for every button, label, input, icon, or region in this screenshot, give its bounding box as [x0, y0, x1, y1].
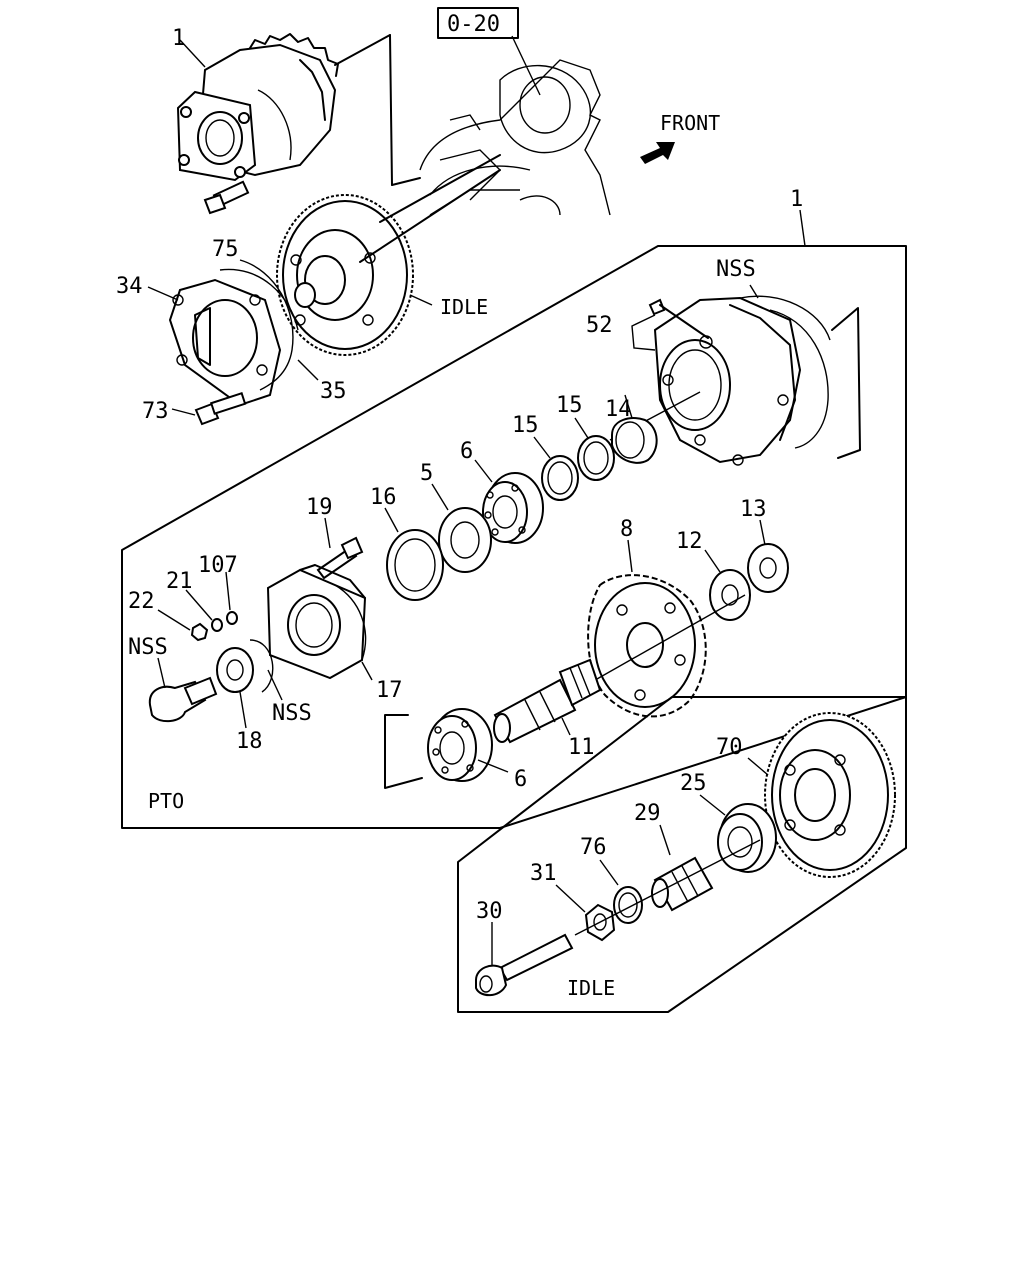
shaft-29[interactable] [651, 856, 714, 912]
housing-sketch [419, 35, 611, 216]
callout-11[interactable]: 11 [568, 735, 595, 760]
callout-16[interactable]: 16 [370, 485, 397, 510]
washer-13[interactable] [747, 543, 789, 593]
ring-76[interactable] [613, 886, 643, 924]
gear-8[interactable] [587, 574, 707, 718]
pto-assembly-top[interactable] [176, 33, 421, 186]
bearing-6-lower[interactable] [427, 708, 493, 782]
callout-1-top[interactable]: 1 [172, 26, 185, 51]
idle-label-bottom: IDLE [567, 976, 615, 1000]
ring-15-right[interactable] [577, 435, 615, 481]
bolt-75[interactable] [203, 180, 250, 215]
idle-label-top: IDLE [440, 295, 488, 319]
pto-housing[interactable] [648, 295, 861, 466]
callout-1-main[interactable]: 1 [790, 187, 803, 212]
callout-15-left[interactable]: 15 [512, 413, 539, 438]
axis-line-3 [574, 839, 761, 936]
bearing-bracket [384, 714, 423, 789]
bolt-73[interactable] [194, 392, 247, 426]
callout-14[interactable]: 14 [605, 397, 632, 422]
ring-15-left[interactable] [541, 455, 579, 501]
callout-70[interactable]: 70 [716, 735, 743, 760]
callout-13[interactable]: 13 [740, 497, 767, 522]
ring-nss[interactable] [249, 639, 274, 693]
washer-18[interactable] [216, 647, 254, 693]
callout-nss-housing[interactable]: NSS [716, 257, 756, 282]
callout-31[interactable]: 31 [530, 861, 557, 886]
lockwasher-21[interactable] [211, 618, 223, 632]
callout-29[interactable]: 29 [634, 801, 661, 826]
front-arrow-icon [640, 142, 675, 164]
idle-outline [457, 696, 907, 1013]
shaft-11[interactable] [493, 658, 602, 744]
reference-box-label: 0-20 [447, 12, 500, 37]
callout-6-upper[interactable]: 6 [460, 439, 473, 464]
idle-gear-top[interactable] [276, 154, 501, 356]
front-label: FRONT [660, 111, 720, 135]
callout-22[interactable]: 22 [128, 589, 155, 614]
nut-22[interactable] [190, 622, 209, 642]
callout-15-right[interactable]: 15 [556, 393, 583, 418]
bearing-6-upper[interactable] [482, 472, 544, 544]
callout-75[interactable]: 75 [212, 237, 239, 262]
callout-25[interactable]: 25 [680, 771, 707, 796]
callout-52[interactable]: 52 [586, 313, 613, 338]
callout-12[interactable]: 12 [676, 529, 703, 554]
front-indicator: FRONT [640, 111, 720, 164]
callout-nss-ring[interactable]: NSS [272, 701, 312, 726]
pto-label: PTO [148, 789, 184, 813]
washer-107[interactable] [226, 611, 238, 625]
callout-18[interactable]: 18 [236, 729, 263, 754]
idle-gear-70[interactable] [764, 712, 896, 878]
callout-76[interactable]: 76 [580, 835, 607, 860]
seal-16[interactable] [386, 529, 444, 601]
bearing-25[interactable] [717, 803, 777, 873]
washer-5[interactable] [438, 507, 492, 573]
bolt-nss[interactable] [148, 676, 218, 723]
callout-30[interactable]: 30 [476, 899, 503, 924]
callout-6-lower[interactable]: 6 [514, 767, 527, 792]
callout-73[interactable]: 73 [142, 399, 169, 424]
ring-14[interactable] [611, 417, 658, 464]
callout-21[interactable]: 21 [166, 569, 193, 594]
callout-19[interactable]: 19 [306, 495, 333, 520]
callout-5[interactable]: 5 [420, 461, 433, 486]
flange-17[interactable] [266, 564, 367, 680]
callout-nss-bolt[interactable]: NSS [128, 635, 168, 660]
callout-107[interactable]: 107 [198, 553, 238, 578]
reference-box[interactable]: 0-20 [437, 7, 519, 39]
washer-12[interactable] [709, 569, 751, 621]
callout-17[interactable]: 17 [376, 678, 403, 703]
bolt-30[interactable] [475, 933, 574, 997]
callout-8[interactable]: 8 [620, 517, 633, 542]
cover-34[interactable] [168, 259, 299, 407]
bolt-19[interactable] [316, 536, 364, 580]
callout-34[interactable]: 34 [116, 274, 143, 299]
callout-35[interactable]: 35 [320, 379, 347, 404]
